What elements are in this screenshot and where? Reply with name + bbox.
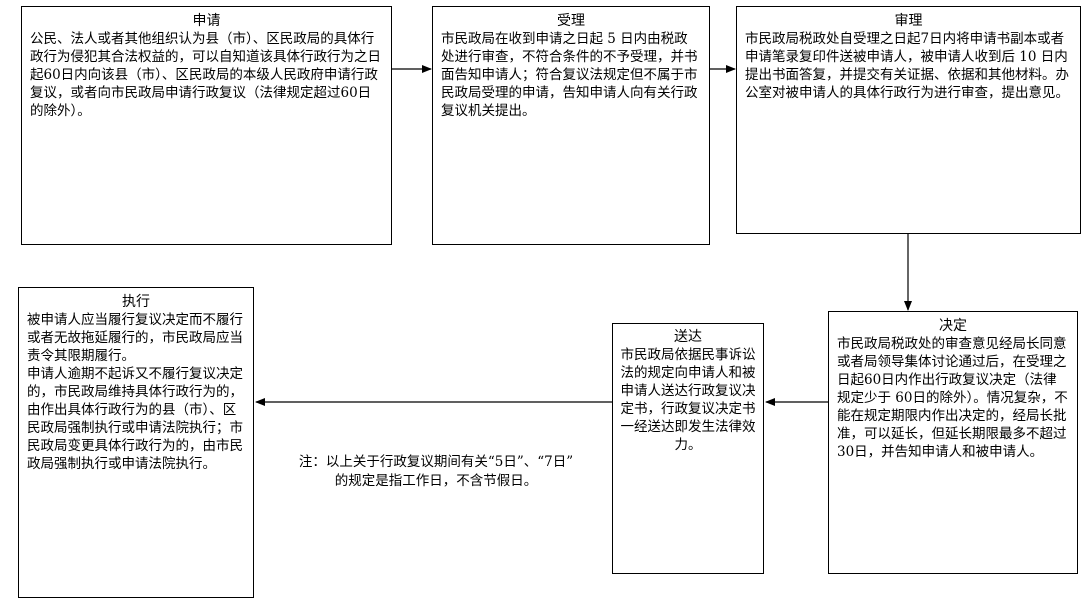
step-deliver-title: 送达	[674, 329, 702, 345]
footnote: 注：以上关于行政复议期间有关“5日”、“7日” 的规定是指工作日，不含节假日。	[298, 454, 574, 489]
step-review-box: 审理 市民政局税政处自受理之日起7日内将申请书副本或者申请笔录复印件送被申请人，…	[736, 6, 1081, 234]
step-accept-title: 受理	[557, 13, 585, 29]
step-execute-text: 被申请人应当履行复议决定而不履行或者无故拖延履行的，市民政局应当责令其限期履行。…	[27, 312, 243, 472]
step-accept-box: 受理 市民政局在收到申请之日起 5 日内由税政处进行审查，不符合条件的不予受理，…	[432, 6, 710, 245]
step-review-text: 市民政局税政处自受理之日起7日内将申请书副本或者申请笔录复印件送被申请人，被申请…	[745, 31, 1069, 101]
step-review-title: 审理	[894, 13, 923, 29]
step-apply-box: 申请 公民、法人或者其他组织认为县（市）、区民政局的具体行政行为侵犯其合法权益的…	[21, 6, 392, 245]
step-decide-title: 决定	[939, 318, 967, 334]
step-apply-text: 公民、法人或者其他组织认为县（市）、区民政局的具体行政行为侵犯其合法权益的，可以…	[30, 31, 381, 119]
step-decide-box: 决定 市民政局税政处的审查意见经局长同意或者局领导集体讨论通过后，在受理之日起6…	[828, 311, 1078, 574]
step-deliver-box: 送达 市民政局依据民事诉讼法的规定向申请人和被申请人送达行政复议决定书，行政复议…	[612, 323, 764, 574]
step-execute-box: 执行 被申请人应当履行复议决定而不履行或者无故拖延履行的，市民政局应当责令其限期…	[18, 287, 254, 598]
step-deliver-text: 市民政局依据民事诉讼法的规定向申请人和被申请人送达行政复议决定书，行政复议决定书…	[620, 347, 756, 453]
step-decide-text: 市民政局税政处的审查意见经局长同意或者局领导集体讨论通过后，在受理之日起60日内…	[837, 336, 1068, 460]
step-execute-title: 执行	[122, 294, 150, 310]
step-accept-text: 市民政局在收到申请之日起 5 日内由税政处进行审查，不符合条件的不予受理，并书面…	[441, 31, 698, 119]
step-apply-title: 申请	[192, 13, 221, 29]
